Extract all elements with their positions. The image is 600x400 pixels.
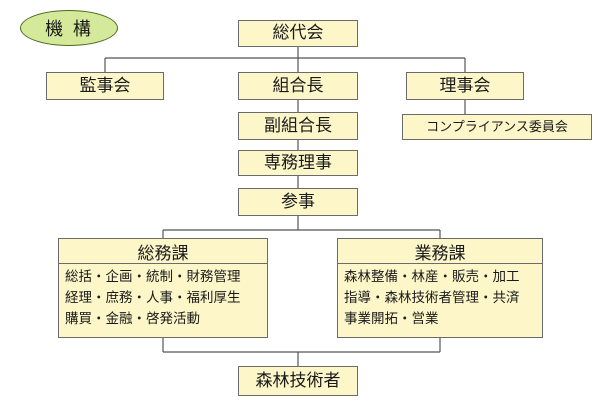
dept-general-affairs-title: 総務課 [59,239,267,264]
dept-general-affairs: 総務課 総括・企画・統制・財務管理 経理・庶務・人事・福利厚生 購買・金融・啓発… [58,238,268,338]
node-compliance-committee: コンプライアンス委員会 [402,114,592,140]
node-president: 組合長 [238,72,358,100]
node-audit-board: 監事会 [46,72,164,100]
node-counselor: 参事 [238,188,358,216]
dept-operations: 業務課 森林整備・林産・販売・加工 指導・森林技術者管理・共済 事業開拓・営業 [337,238,543,338]
node-general-assembly: 総代会 [238,20,358,47]
duty-line: 事業開拓・営業 [344,311,439,327]
dept-operations-duties: 森林整備・林産・販売・加工 指導・森林技術者管理・共済 事業開拓・営業 [338,264,542,330]
duty-line: 森林整備・林産・販売・加工 [344,269,520,285]
duty-line: 購買・金融・啓発活動 [65,311,200,327]
node-forest-engineers: 森林技術者 [238,366,358,396]
duty-line: 指導・森林技術者管理・共済 [344,290,520,306]
node-vice-president: 副組合長 [238,112,358,140]
dept-operations-title: 業務課 [338,239,542,264]
structure-badge: 機 構 [20,10,118,46]
duty-line: 経理・庶務・人事・福利厚生 [65,290,241,306]
duty-line: 総括・企画・統制・財務管理 [65,269,241,285]
dept-general-affairs-duties: 総括・企画・統制・財務管理 経理・庶務・人事・福利厚生 購買・金融・啓発活動 [59,264,267,330]
node-managing-director: 専務理事 [238,150,358,176]
node-board-of-directors: 理事会 [406,72,524,100]
